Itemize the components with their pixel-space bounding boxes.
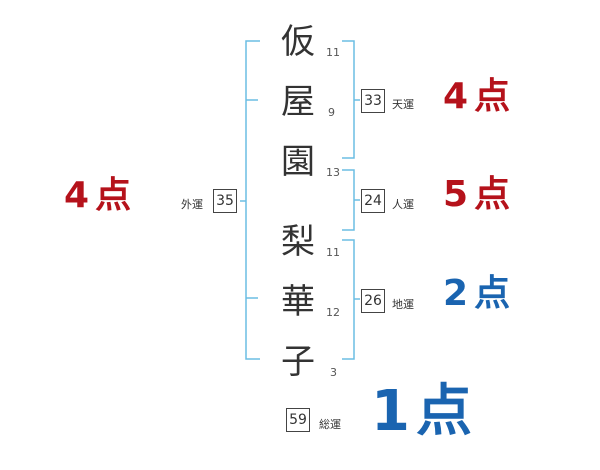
outer-bracket-left [245, 40, 260, 360]
souun-label: 総運 [319, 418, 341, 431]
tenun-label: 天運 [392, 98, 414, 111]
gaiun-value-box: 35 [213, 189, 237, 213]
jinun-value-box: 24 [361, 189, 385, 213]
souun-score-number: 1 [371, 379, 410, 444]
jinun-bracket [342, 169, 355, 231]
given-strokes-1: 11 [326, 246, 340, 259]
gaiun-label: 外運 [181, 198, 203, 211]
jinun-score-number: 5 [443, 174, 469, 215]
chiun-value-box: 26 [361, 289, 385, 313]
jinun-score-unit: 点 [474, 174, 511, 215]
chiun-bracket [342, 239, 355, 360]
given-strokes-2: 12 [326, 306, 340, 319]
chiun-score-number: 2 [443, 273, 469, 314]
gaiun-score-number: 4 [64, 175, 90, 216]
given-char-2: 華 [281, 282, 315, 322]
tenun-score-unit: 点 [474, 76, 511, 117]
tenun-bracket [342, 40, 355, 159]
chiun-label: 地運 [392, 298, 414, 311]
surname-char-1: 仮 [281, 22, 315, 62]
given-char-3: 子 [281, 342, 315, 382]
given-strokes-3: 3 [330, 366, 337, 379]
surname-char-3: 園 [281, 142, 315, 182]
given-char-1: 梨 [281, 222, 315, 262]
souun-score-unit: 点 [415, 379, 472, 444]
jinun-label: 人運 [392, 198, 414, 211]
gaiun-score-unit: 点 [95, 175, 132, 216]
surname-strokes-1: 11 [326, 46, 340, 59]
tenun-value-box: 33 [361, 89, 385, 113]
souun-value-box: 59 [286, 408, 310, 432]
surname-strokes-3: 13 [326, 166, 340, 179]
chiun-score-unit: 点 [474, 273, 511, 314]
surname-strokes-2: 9 [328, 106, 335, 119]
surname-char-2: 屋 [281, 82, 315, 122]
tenun-score-number: 4 [443, 76, 469, 117]
